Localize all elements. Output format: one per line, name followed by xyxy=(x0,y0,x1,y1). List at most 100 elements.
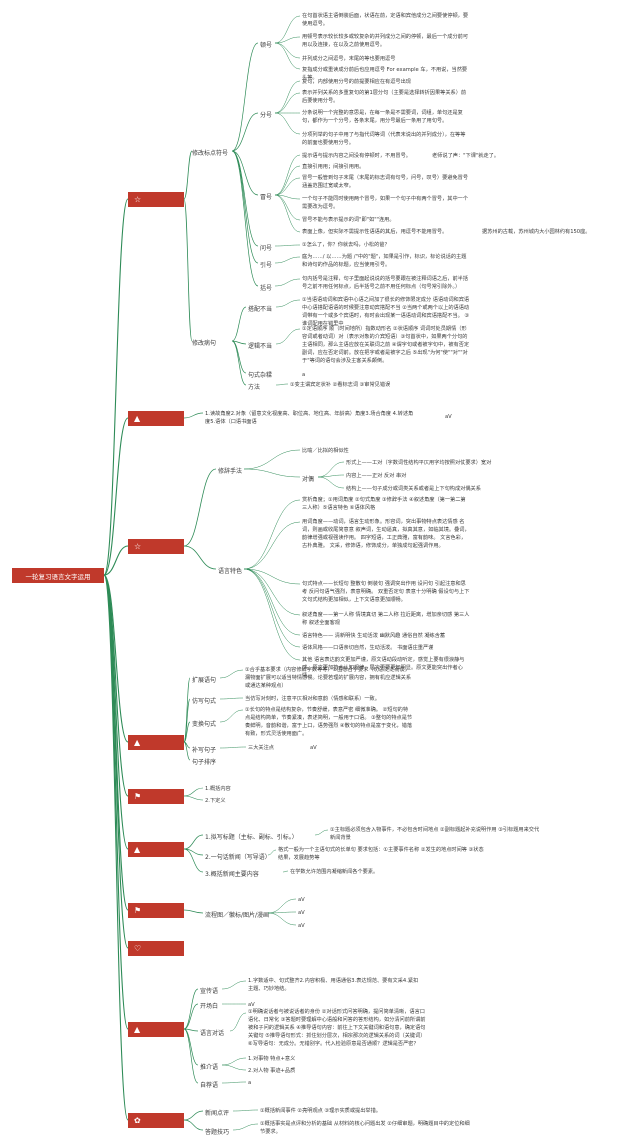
category-node-2[interactable]: ▲ xyxy=(128,411,184,426)
node-buxie[interactable]: 补写句子 xyxy=(192,747,217,754)
connector-line xyxy=(267,898,297,914)
category-node-10[interactable]: ✿ xyxy=(128,1113,184,1128)
c5-line2: 2.下定义 xyxy=(205,798,226,804)
node-title-writing[interactable]: 1.拟写标题（主标、副标、引标。） xyxy=(205,834,298,841)
connector-line xyxy=(183,1110,204,1121)
connector-line xyxy=(183,1028,199,1066)
node-dati[interactable]: 答题技巧 xyxy=(205,1129,230,1136)
sub-modify-sentence[interactable]: 修改病句 xyxy=(192,340,217,347)
node-maohao[interactable]: 冒号 xyxy=(260,194,273,201)
connector-line xyxy=(231,150,259,264)
wenhao-note: ①怎么了，你？你就去吗，小松的爸？ xyxy=(302,242,390,248)
duiou-neirong: 内容上——正对 反对 串对 xyxy=(346,473,407,479)
node-jushi[interactable]: 句式杂糅 xyxy=(248,372,273,379)
connector-line xyxy=(243,568,301,648)
connector-line xyxy=(274,36,301,44)
node-zijian[interactable]: 自荐语 xyxy=(200,1082,219,1089)
node-kuozhan[interactable]: 扩展语句 xyxy=(192,677,217,684)
c2-text: 1.读故角度2.对象（留意文化视度高、职位高、地位高、年龄高）角度3.场合角度 … xyxy=(205,411,414,426)
maohao-note-2: 直接引用用；间接引用用。 xyxy=(302,164,365,170)
fenhao-note-4: 分项列举的句子中用了与指代词等词（代表末说出的并列成分），在等等的前面也要使用分… xyxy=(302,132,466,147)
tese-item-3: 句式特点——长短句 整散句 倒装句 强调突出作用 设问句 引起注意和思考 反问句… xyxy=(302,581,470,604)
tese-item-5: 语言特色—— 清新明快 生动活泼 幽默风趣 通俗自然 凝练含蓄 xyxy=(302,633,446,639)
node-one-sentence-news[interactable]: 2.一句话新闻（写导语） xyxy=(205,854,271,861)
sub-rhetoric[interactable]: 修辞手法 xyxy=(218,468,243,475)
connector-line xyxy=(231,150,259,247)
node-wenhao[interactable]: 问号 xyxy=(260,245,273,252)
connector-line xyxy=(243,568,301,616)
connector-line xyxy=(219,669,244,679)
tese-item-4: 叙述角度——第一人称 情境真切 第二人称 拉近距离，增加亲切感 第三人称 叙述全… xyxy=(302,612,470,627)
node-xuanchuan[interactable]: 宣传语 xyxy=(200,988,219,995)
connector-line xyxy=(274,80,301,114)
connector-line xyxy=(274,256,301,264)
connector-line xyxy=(103,574,129,949)
connector-line xyxy=(221,1064,247,1071)
category-node-9[interactable]: ▲ xyxy=(128,1022,184,1037)
category-node-5[interactable]: ⚑ xyxy=(128,789,184,804)
connector-line xyxy=(243,568,301,661)
one-sentence-news-note: 格式一般为一个主语句式的长单句 要求包括：①主要事件名称 ②发生的地点时间等 ③… xyxy=(278,847,484,862)
node-fangfa[interactable]: 方法 xyxy=(248,384,261,391)
category-node-1[interactable]: ☆ xyxy=(128,192,184,207)
node-fenhao[interactable]: 分号 xyxy=(260,112,273,119)
fangfa-note: ①变主谓宾定状补 ②看标志词 ③审常见错误 xyxy=(290,382,391,388)
node-kaichang[interactable]: 开场白 xyxy=(200,1003,219,1010)
dunhao-note-2: 用顿号表示较长较多或较复杂的并列成分之间的停顿，最后一个成分前可用以及连接，在以… xyxy=(302,34,469,49)
dunhao-note-1: 在句首状语主语倒装后面，状语在前，定语和宾他成分之间要使停顿，要使用逗号。 xyxy=(302,13,469,28)
connector-line xyxy=(274,278,301,287)
title-writing-note: ①主标题必须包含入物事件，不必包含时间地点 ②副标题起补充说明作用 ③引标题用来… xyxy=(330,827,540,842)
sub-modify-punctuation[interactable]: 修改标点符号 xyxy=(192,150,229,157)
node-duiou[interactable]: 对偶 xyxy=(302,476,315,483)
connector-line xyxy=(183,1028,199,1032)
node-dunhao[interactable]: 顿号 xyxy=(260,42,273,49)
node-yinhao[interactable]: 引号 xyxy=(260,262,273,269)
connector-line xyxy=(274,194,301,233)
connector-line xyxy=(103,574,129,1030)
connector-line xyxy=(183,848,204,873)
node-bianhuan[interactable]: 变换句式 xyxy=(192,721,217,728)
node-news-summary[interactable]: 3.概括新闻主要内容 xyxy=(205,871,259,878)
node-kuohao[interactable]: 括号 xyxy=(260,285,273,292)
connector-line xyxy=(274,15,301,44)
sub-language-feature[interactable]: 语言特色 xyxy=(218,568,243,575)
kaichang-note: aV xyxy=(248,1002,255,1008)
connector-line xyxy=(232,1123,259,1131)
category-node-7[interactable]: ⚑ xyxy=(128,903,184,918)
connector-line xyxy=(183,721,191,743)
buxie-note: 三大关注点 xyxy=(248,745,274,751)
category-node-4[interactable]: ▲ xyxy=(128,735,184,750)
connector-line xyxy=(183,412,204,419)
connector-line xyxy=(267,911,297,914)
root-node[interactable]: 一轮复习语言文字运用 xyxy=(12,568,104,583)
star-icon: ☆ xyxy=(134,542,142,551)
flowchart-tail-1: aV xyxy=(298,897,305,903)
maohao-note-1: 提示语与提示内容之间没有停顿时，不用冒号。 xyxy=(302,153,411,159)
node-jupai[interactable]: 句子排序 xyxy=(192,759,217,766)
node-yuyan[interactable]: 语言对话 xyxy=(200,1030,225,1037)
heart-icon: ♡ xyxy=(134,944,142,953)
connector-line xyxy=(183,1028,199,1084)
connector-line xyxy=(103,198,129,576)
node-flowchart[interactable]: 流程图／徽标/图片/漫画 xyxy=(205,912,270,919)
connector-line xyxy=(231,150,259,287)
category-node-8[interactable]: ♡ xyxy=(128,941,184,956)
node-xinwen[interactable]: 新闻点评 xyxy=(205,1110,230,1117)
connector-line xyxy=(275,383,289,386)
connector-line xyxy=(183,787,204,797)
node-tuijie[interactable]: 推介语 xyxy=(200,1064,219,1071)
category-node-3[interactable]: ☆ xyxy=(128,539,184,554)
maohao-note-6: 表面上像，但实际不需提示性语语的其后，用逗号不能用冒号。 xyxy=(302,229,448,235)
connector-line xyxy=(219,697,244,700)
node-luoji[interactable]: 逻辑不当 xyxy=(248,343,273,350)
node-dapei[interactable]: 搭配不当 xyxy=(248,306,273,313)
node-fangxie[interactable]: 仿写句式 xyxy=(192,698,217,705)
connector-line xyxy=(183,198,193,342)
connector-line xyxy=(183,468,217,547)
connector-line xyxy=(243,568,301,585)
connector-line xyxy=(317,476,345,489)
fire-icon: ▲ xyxy=(134,414,141,423)
category-node-6[interactable]: ▲ xyxy=(128,842,184,857)
connector-line xyxy=(317,474,345,478)
